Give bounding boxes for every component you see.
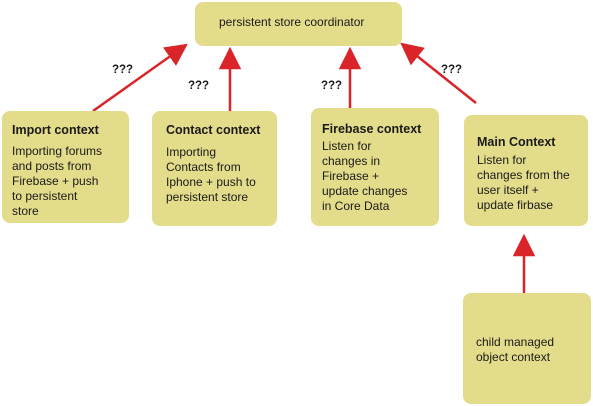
import-context-box: Import context Importing forums and post… xyxy=(2,111,129,223)
question-label-contact: ??? xyxy=(188,80,210,92)
contact-context-title: Contact context xyxy=(166,123,261,137)
contact-context-description: Importing Contacts from Iphone + push to… xyxy=(166,145,256,204)
question-label-firebase: ??? xyxy=(321,80,343,92)
main-context-title: Main Context xyxy=(477,135,556,149)
persistent-store-coordinator-box: persistent store coordinator xyxy=(195,2,402,46)
arrow-import-to-coordinator xyxy=(92,43,188,113)
firebase-context-description: Listen for changes in Firebase + update … xyxy=(322,139,408,213)
question-label-import: ??? xyxy=(112,64,134,76)
import-context-description: Importing forums and posts from Firebase… xyxy=(12,144,103,218)
persistent-store-coordinator-label: persistent store coordinator xyxy=(219,15,365,29)
arrow-main-to-coordinator xyxy=(400,42,477,104)
import-context-title: Import context xyxy=(12,123,99,137)
question-label-main: ??? xyxy=(441,64,463,76)
child-managed-object-context-box: child managed object context xyxy=(463,293,591,404)
firebase-context-box: Firebase context Listen for changes in F… xyxy=(311,108,439,226)
main-context-description: Listen for changes from the user itself … xyxy=(477,153,570,212)
firebase-context-title: Firebase context xyxy=(322,122,422,136)
contact-context-box: Contact context Importing Contacts from … xyxy=(152,111,277,226)
child-managed-object-context-label: child managed object context xyxy=(476,335,555,364)
main-context-box: Main Context Listen for changes from the… xyxy=(464,115,588,226)
